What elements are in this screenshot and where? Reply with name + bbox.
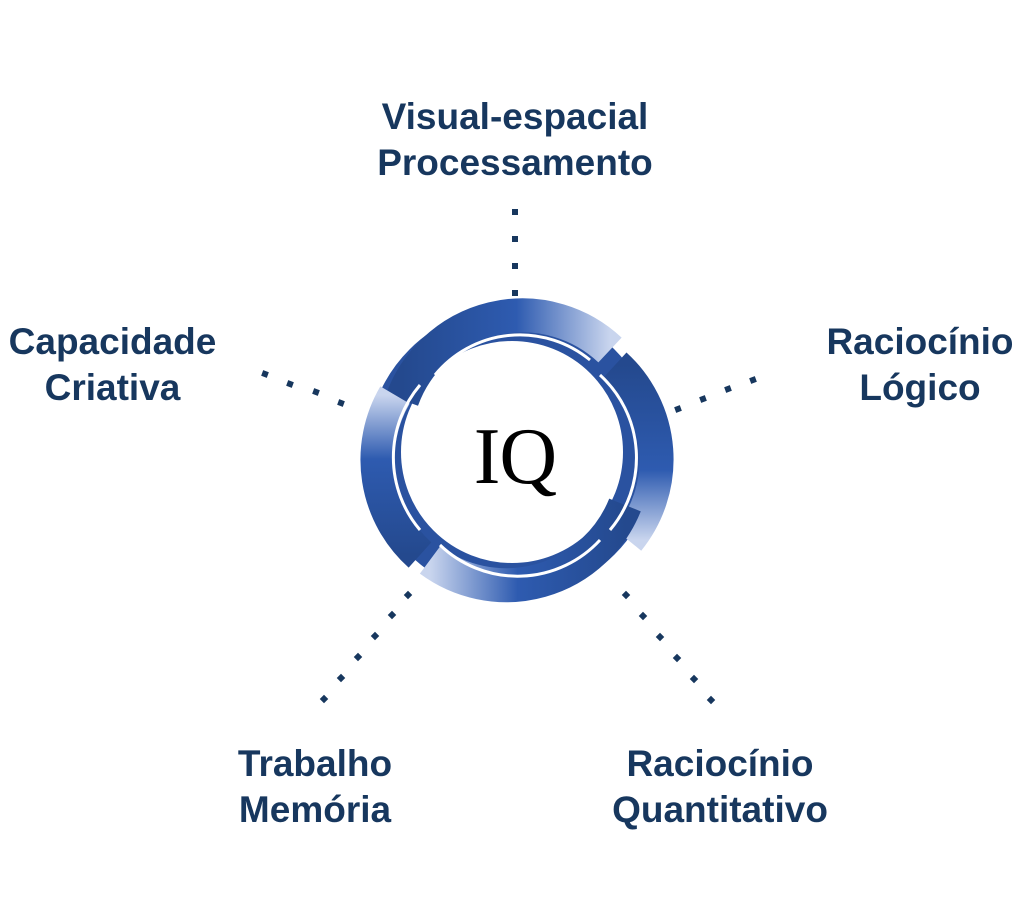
node-bottom-left: Trabalho Memória [205,741,425,833]
node-bottom-right-line1: Raciocínio [626,743,814,784]
connector-left [261,370,345,407]
node-right: Raciocínio Lógico [805,319,1024,411]
connector-right [674,376,757,413]
node-bottom-left-line2: Memória [238,789,392,830]
connector-top [512,209,518,296]
node-right-line2: Lógico [859,367,981,408]
node-top-line2: Processamento [377,142,653,183]
connector-bottom-right [621,590,716,705]
iq-center-label: IQ [473,413,557,501]
node-right-line1: Raciocínio [826,321,1014,362]
node-left: Capacidade Criativa [0,319,230,411]
connector-bottom-left [319,590,413,704]
node-top: Visual-espacial Processamento [340,94,690,186]
node-top-line1: Visual-espacial [381,96,649,137]
node-left-line2: Criativa [44,367,181,408]
iq-ring-icon [360,298,674,603]
node-bottom-left-line1: Trabalho [237,743,393,784]
node-bottom-right: Raciocínio Quantitativo [585,741,855,833]
node-bottom-right-line2: Quantitativo [612,789,828,830]
node-left-line1: Capacidade [8,321,217,362]
